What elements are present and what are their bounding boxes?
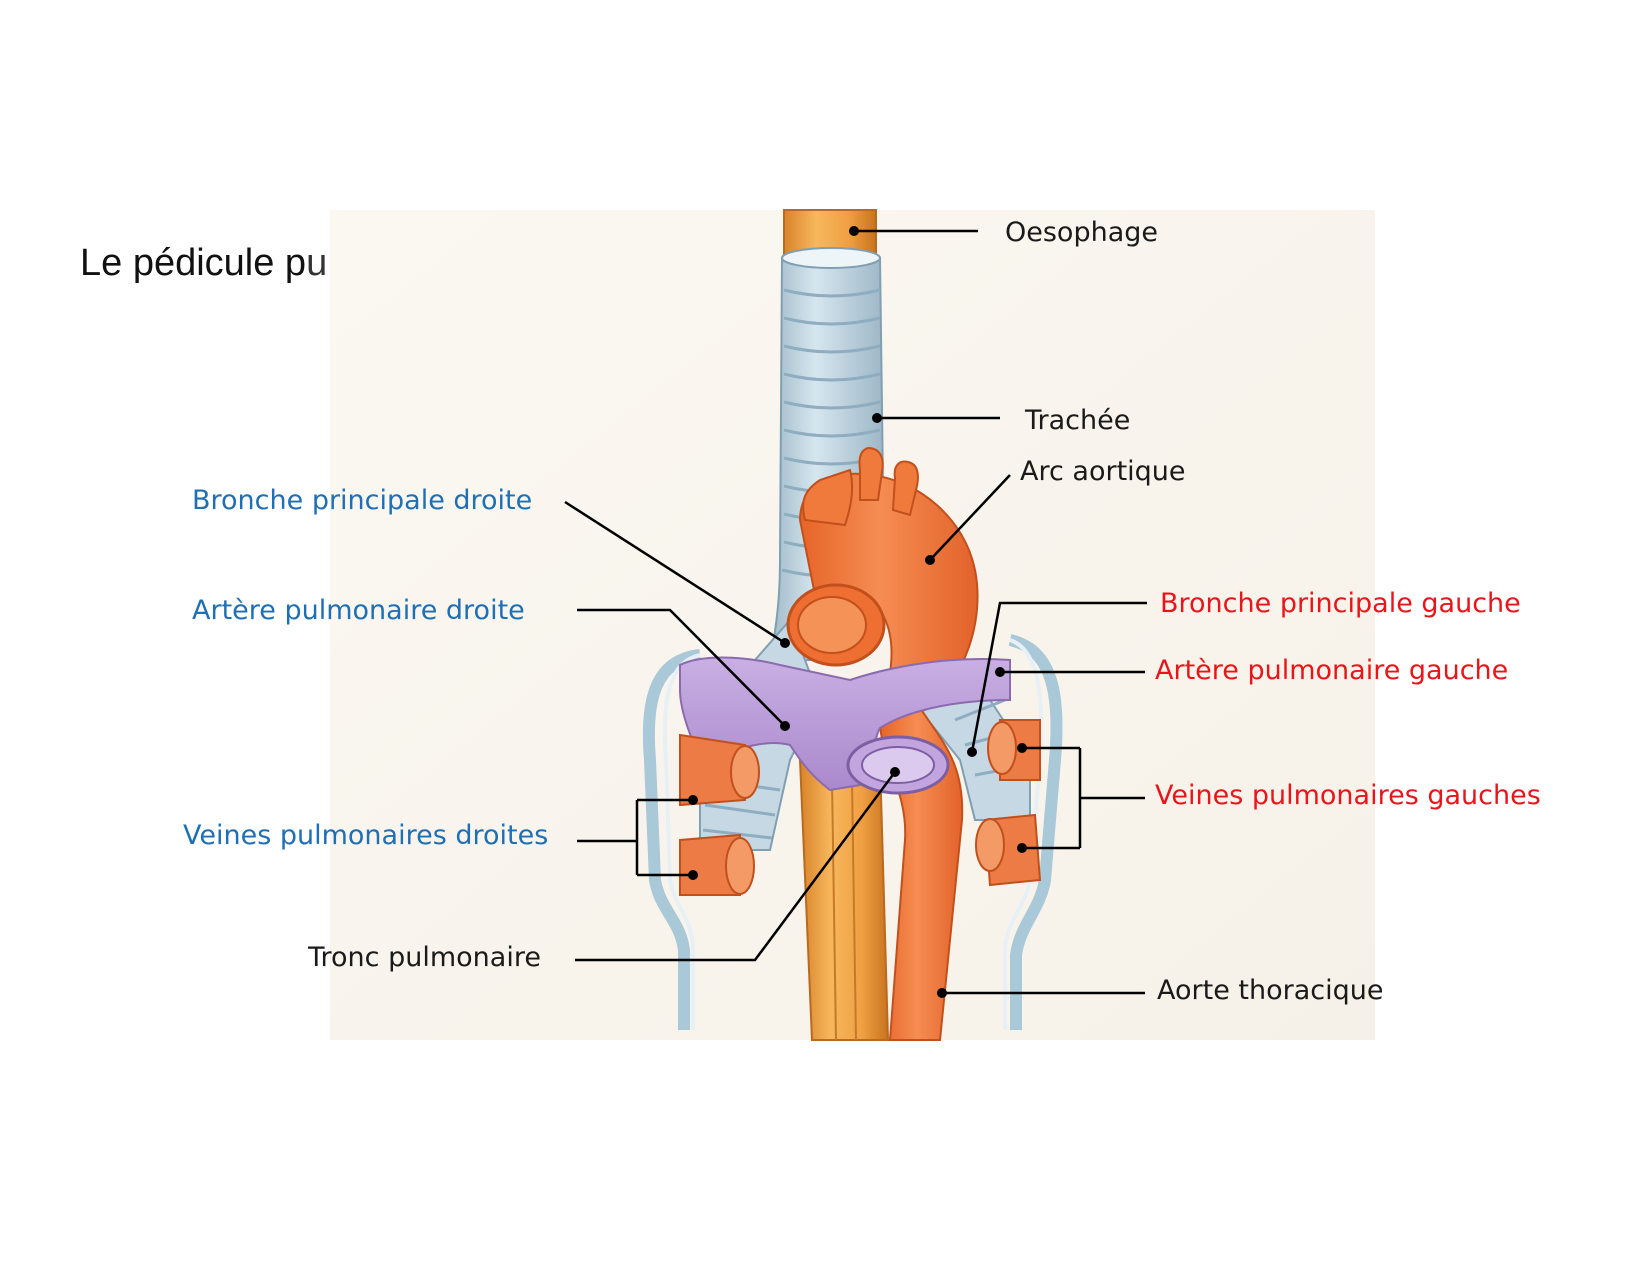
label-artere-pulmonaire-gauche: Artère pulmonaire gauche <box>1155 655 1509 686</box>
leader-tronc-pulmonaire <box>575 771 897 962</box>
label-trachee: Trachée <box>1025 405 1131 436</box>
leader-dot <box>849 226 859 236</box>
label-veines-pulmonaires-droites: Veines pulmonaires droites <box>183 820 549 851</box>
page-title-prefix: Le pédicule p <box>80 242 307 284</box>
label-tronc-pulmonaire: Tronc pulmonaire <box>308 942 541 973</box>
right-pulmonary-veins <box>679 733 760 896</box>
leader-dot <box>780 721 790 731</box>
left-pleura <box>1008 634 1063 1030</box>
right-pleura <box>642 649 701 1030</box>
label-aorte-thoracique: Aorte thoracique <box>1157 975 1384 1006</box>
leader-dot <box>1017 843 1027 853</box>
pulmonary-trunk-lumen <box>861 746 935 784</box>
leader-veines-pulmonaires-gauches <box>1022 746 1145 850</box>
left-common-carotid <box>858 446 884 501</box>
leader-veines-pulmonaires-droites <box>577 798 693 877</box>
leader-dot <box>1017 743 1027 753</box>
label-artere-pulmonaire-droite: Artère pulmonaire droite <box>192 595 525 626</box>
label-arc-aortique: Arc aortique <box>1020 456 1186 487</box>
oesophagus-line <box>851 779 857 1041</box>
leader-dot <box>925 555 935 565</box>
left-subclavian <box>891 460 919 517</box>
label-veines-pulmonaires-gauches: Veines pulmonaires gauches <box>1155 780 1541 811</box>
leader-dot <box>688 795 698 805</box>
leader-dots <box>688 226 1027 998</box>
ascending-aorta-lumen <box>797 596 867 654</box>
leader-artere-pulmonaire-droite <box>577 608 786 727</box>
label-bronche-principale-gauche: Bronche principale gauche <box>1160 588 1521 619</box>
oesophagus-lower <box>798 759 890 1041</box>
brachiocephalic-trunk <box>802 468 854 527</box>
oesophagus-line <box>831 779 837 1041</box>
trachea-opening <box>781 247 881 269</box>
left-pulmonary-veins <box>975 719 1042 887</box>
leader-dot <box>890 767 900 777</box>
label-oesophage: Oesophage <box>1005 217 1158 248</box>
right-pleura-inner <box>662 653 701 1030</box>
label-bronche-principale-droite: Bronche principale droite <box>192 485 533 516</box>
leader-dot <box>872 413 882 423</box>
leader-dot <box>937 988 947 998</box>
leader-bronche-principale-gauche <box>970 601 1147 753</box>
leader-dot <box>995 667 1005 677</box>
leader-bronche-principale-droite <box>564 500 786 645</box>
leader-dot <box>688 870 698 880</box>
leader-dot <box>967 747 977 757</box>
leader-arc-aortique <box>929 474 1011 561</box>
leader-dot <box>780 638 790 648</box>
leader-lines <box>564 229 1147 995</box>
